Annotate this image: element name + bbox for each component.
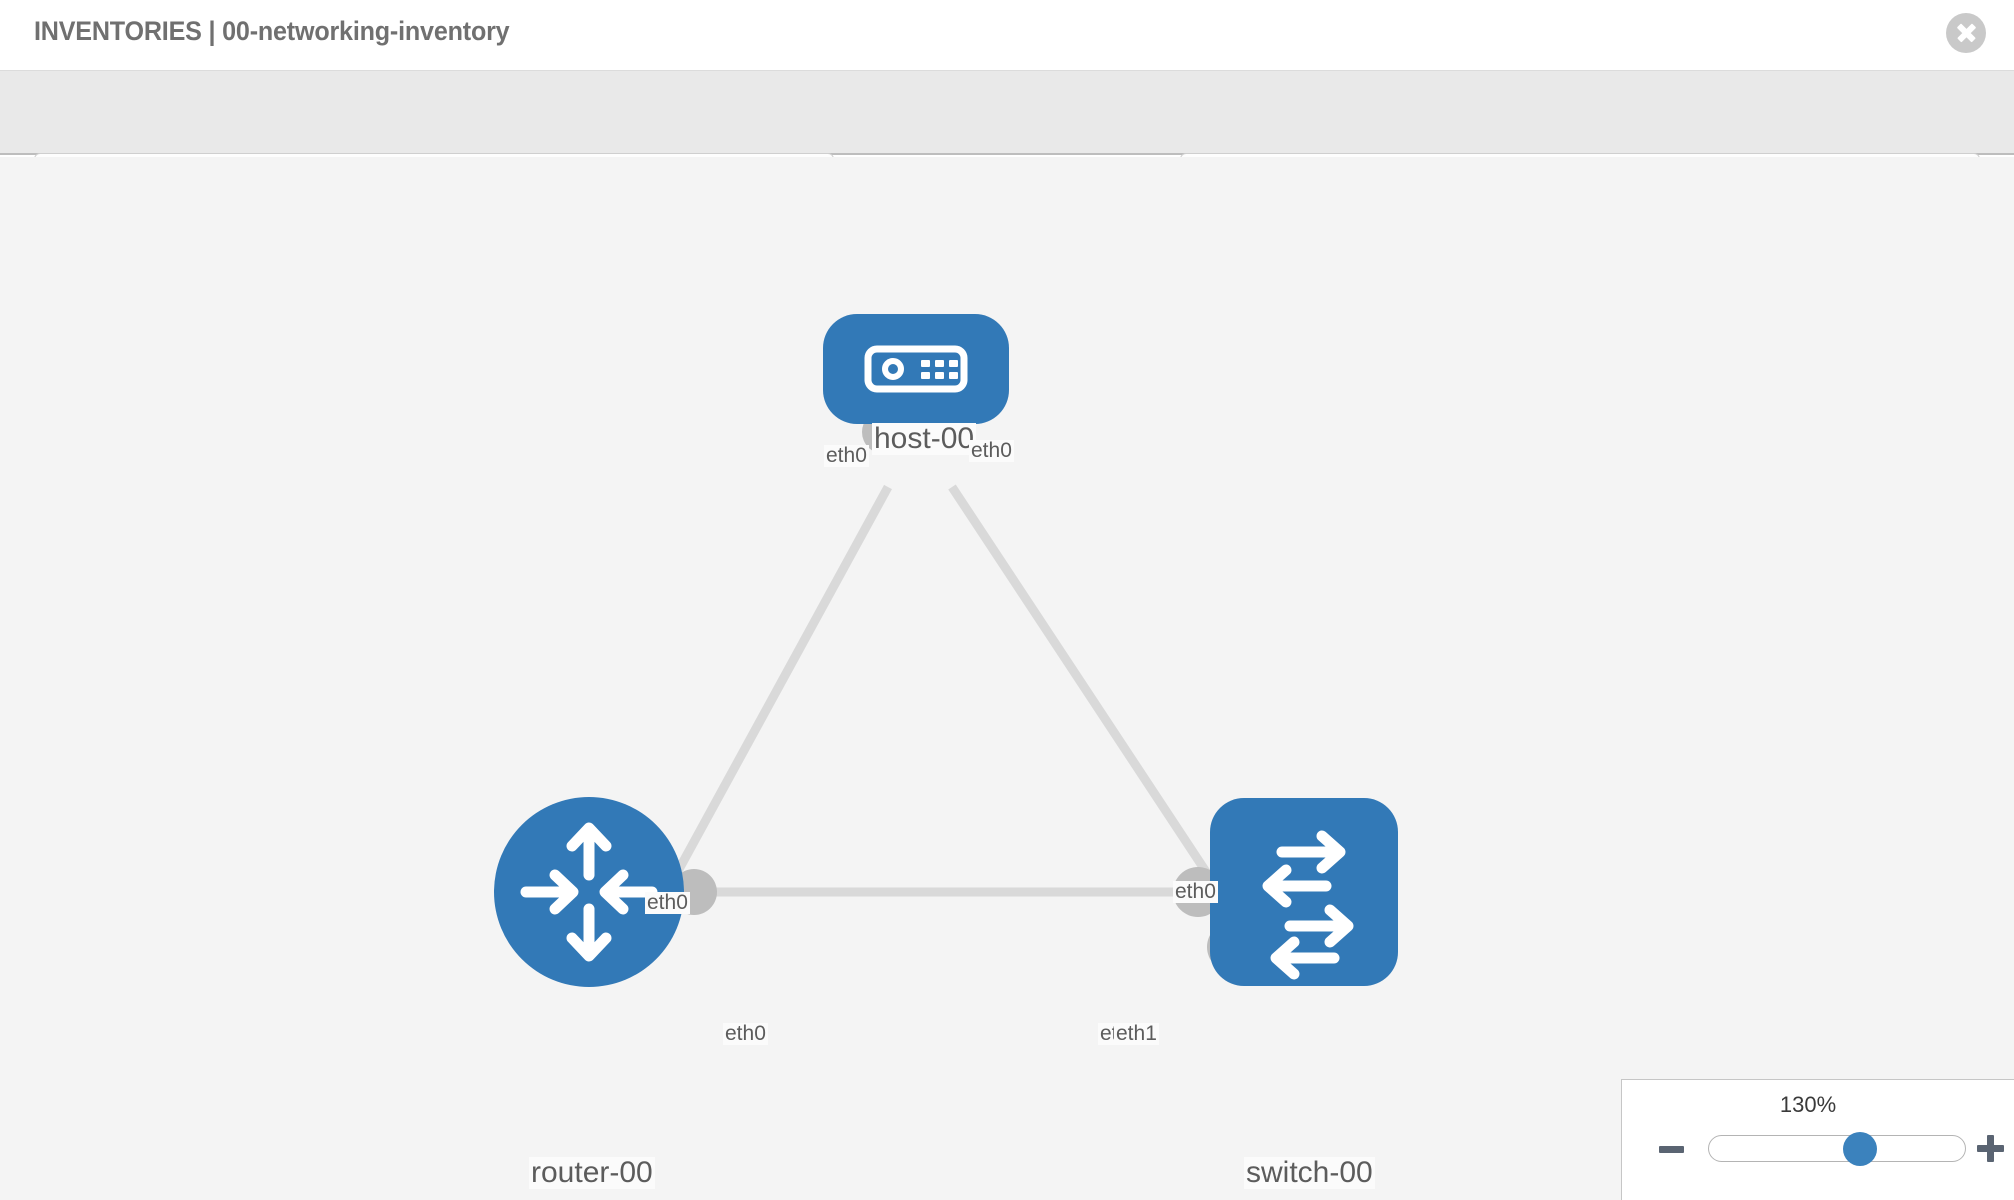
iface-label-router-upper: eth0	[645, 891, 690, 915]
zoom-out-button[interactable]	[1659, 1146, 1684, 1153]
toolbar: ACTIONS SEARCH	[0, 70, 2014, 205]
switch-arrows-icon	[1262, 830, 1354, 980]
node-switch-00	[1210, 798, 1398, 986]
node-label-host: host-00	[872, 422, 977, 455]
node-label-switch: switch-00	[1244, 1156, 1375, 1189]
link-host-switch	[948, 484, 1230, 905]
topology-canvas[interactable]: host-00 router-00 switch-00 eth0 eth0 et…	[0, 157, 2014, 1200]
router-arrows-icon	[520, 822, 658, 962]
zoom-slider-track[interactable]	[1708, 1132, 1966, 1166]
iface-label-router-right: eth0	[723, 1022, 768, 1046]
zoom-level-value: 130%	[1779, 1092, 1837, 1117]
link-router-host	[656, 484, 892, 907]
server-icon	[864, 345, 968, 393]
iface-label-host-right: eth0	[969, 439, 1014, 463]
link-group	[656, 484, 1230, 907]
iface-label-host-left: eth0	[824, 444, 869, 468]
window-header: INVENTORIES | 00-networking-inventory	[0, 0, 2014, 70]
topology-graph	[494, 314, 1398, 987]
iface-label-switch-upper: eth0	[1173, 880, 1218, 904]
iface-label-switch-eth1: eth1	[1114, 1022, 1159, 1046]
close-icon[interactable]	[1946, 13, 1986, 53]
node-host-00	[823, 314, 1009, 424]
zoom-slider-thumb[interactable]	[1843, 1132, 1878, 1166]
node-router-00	[494, 797, 684, 987]
zoom-control-panel: 130%	[1621, 1079, 2014, 1200]
page-title: INVENTORIES | 00-networking-inventory	[34, 16, 510, 46]
zoom-in-button[interactable]	[1977, 1135, 2004, 1162]
node-label-router: router-00	[529, 1156, 655, 1189]
